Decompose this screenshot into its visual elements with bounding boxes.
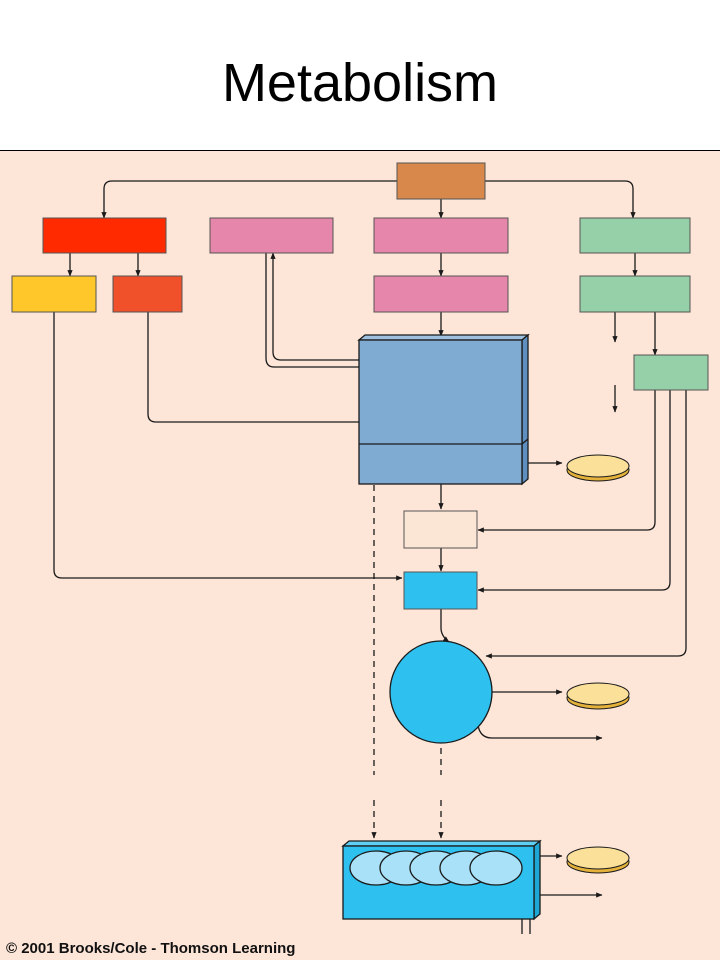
disc-icon: [566, 846, 630, 874]
pink-node-upper: [373, 217, 509, 254]
top-node: [396, 162, 486, 200]
blue-block-divider-side: [521, 438, 529, 445]
yellow-node: [11, 275, 97, 313]
connector-block-to-left-pink: [270, 252, 376, 361]
blue-block-side: [521, 333, 529, 486]
blue-block-front: [358, 339, 523, 485]
chain-block-side: [533, 839, 541, 921]
connector-lines: [53, 180, 687, 934]
connector-circle-to-right: [477, 724, 603, 741]
connector-green-to-pale: [477, 390, 656, 533]
metabolism-diagram: [0, 151, 720, 960]
disc-icon: [566, 682, 630, 710]
chain-block-top: [341, 840, 542, 847]
nodes: [11, 162, 709, 610]
copyright-notice: © 2001 Brooks/Cole - Thomson Learning: [6, 940, 296, 957]
page-title: Metabolism: [221, 53, 499, 113]
connector-orange-to-block: [147, 312, 421, 425]
connector-top-to-green: [485, 180, 636, 219]
connector-left-pink-to-block: [265, 253, 381, 370]
blue-block-top: [357, 334, 530, 341]
title-area: Metabolism: [0, 0, 720, 150]
title-divider: [0, 150, 720, 151]
connector-green-to-cyan: [477, 390, 671, 593]
disc-icon: [566, 454, 630, 482]
cyan-node: [403, 571, 478, 610]
blue-block: [357, 333, 530, 486]
chain-bead: [469, 850, 523, 886]
green-node-upper: [579, 217, 691, 254]
green-node-lower: [579, 275, 691, 313]
left-pink-node: [209, 217, 334, 254]
chain-block: [341, 839, 542, 921]
pink-node-lower: [373, 275, 509, 313]
cycle-circle: [389, 640, 493, 744]
connector-yellow-to-cyan: [53, 312, 403, 581]
chain-beads: [349, 850, 523, 886]
connector-cyan-to-circle: [440, 609, 450, 643]
diagram-background: [0, 151, 720, 960]
pale-node: [403, 510, 478, 549]
connector-green-to-circle: [485, 390, 687, 659]
small-green-node: [633, 354, 709, 391]
connector-top-to-red: [101, 180, 397, 219]
red-node: [42, 217, 167, 254]
orange-red-node: [112, 275, 183, 313]
